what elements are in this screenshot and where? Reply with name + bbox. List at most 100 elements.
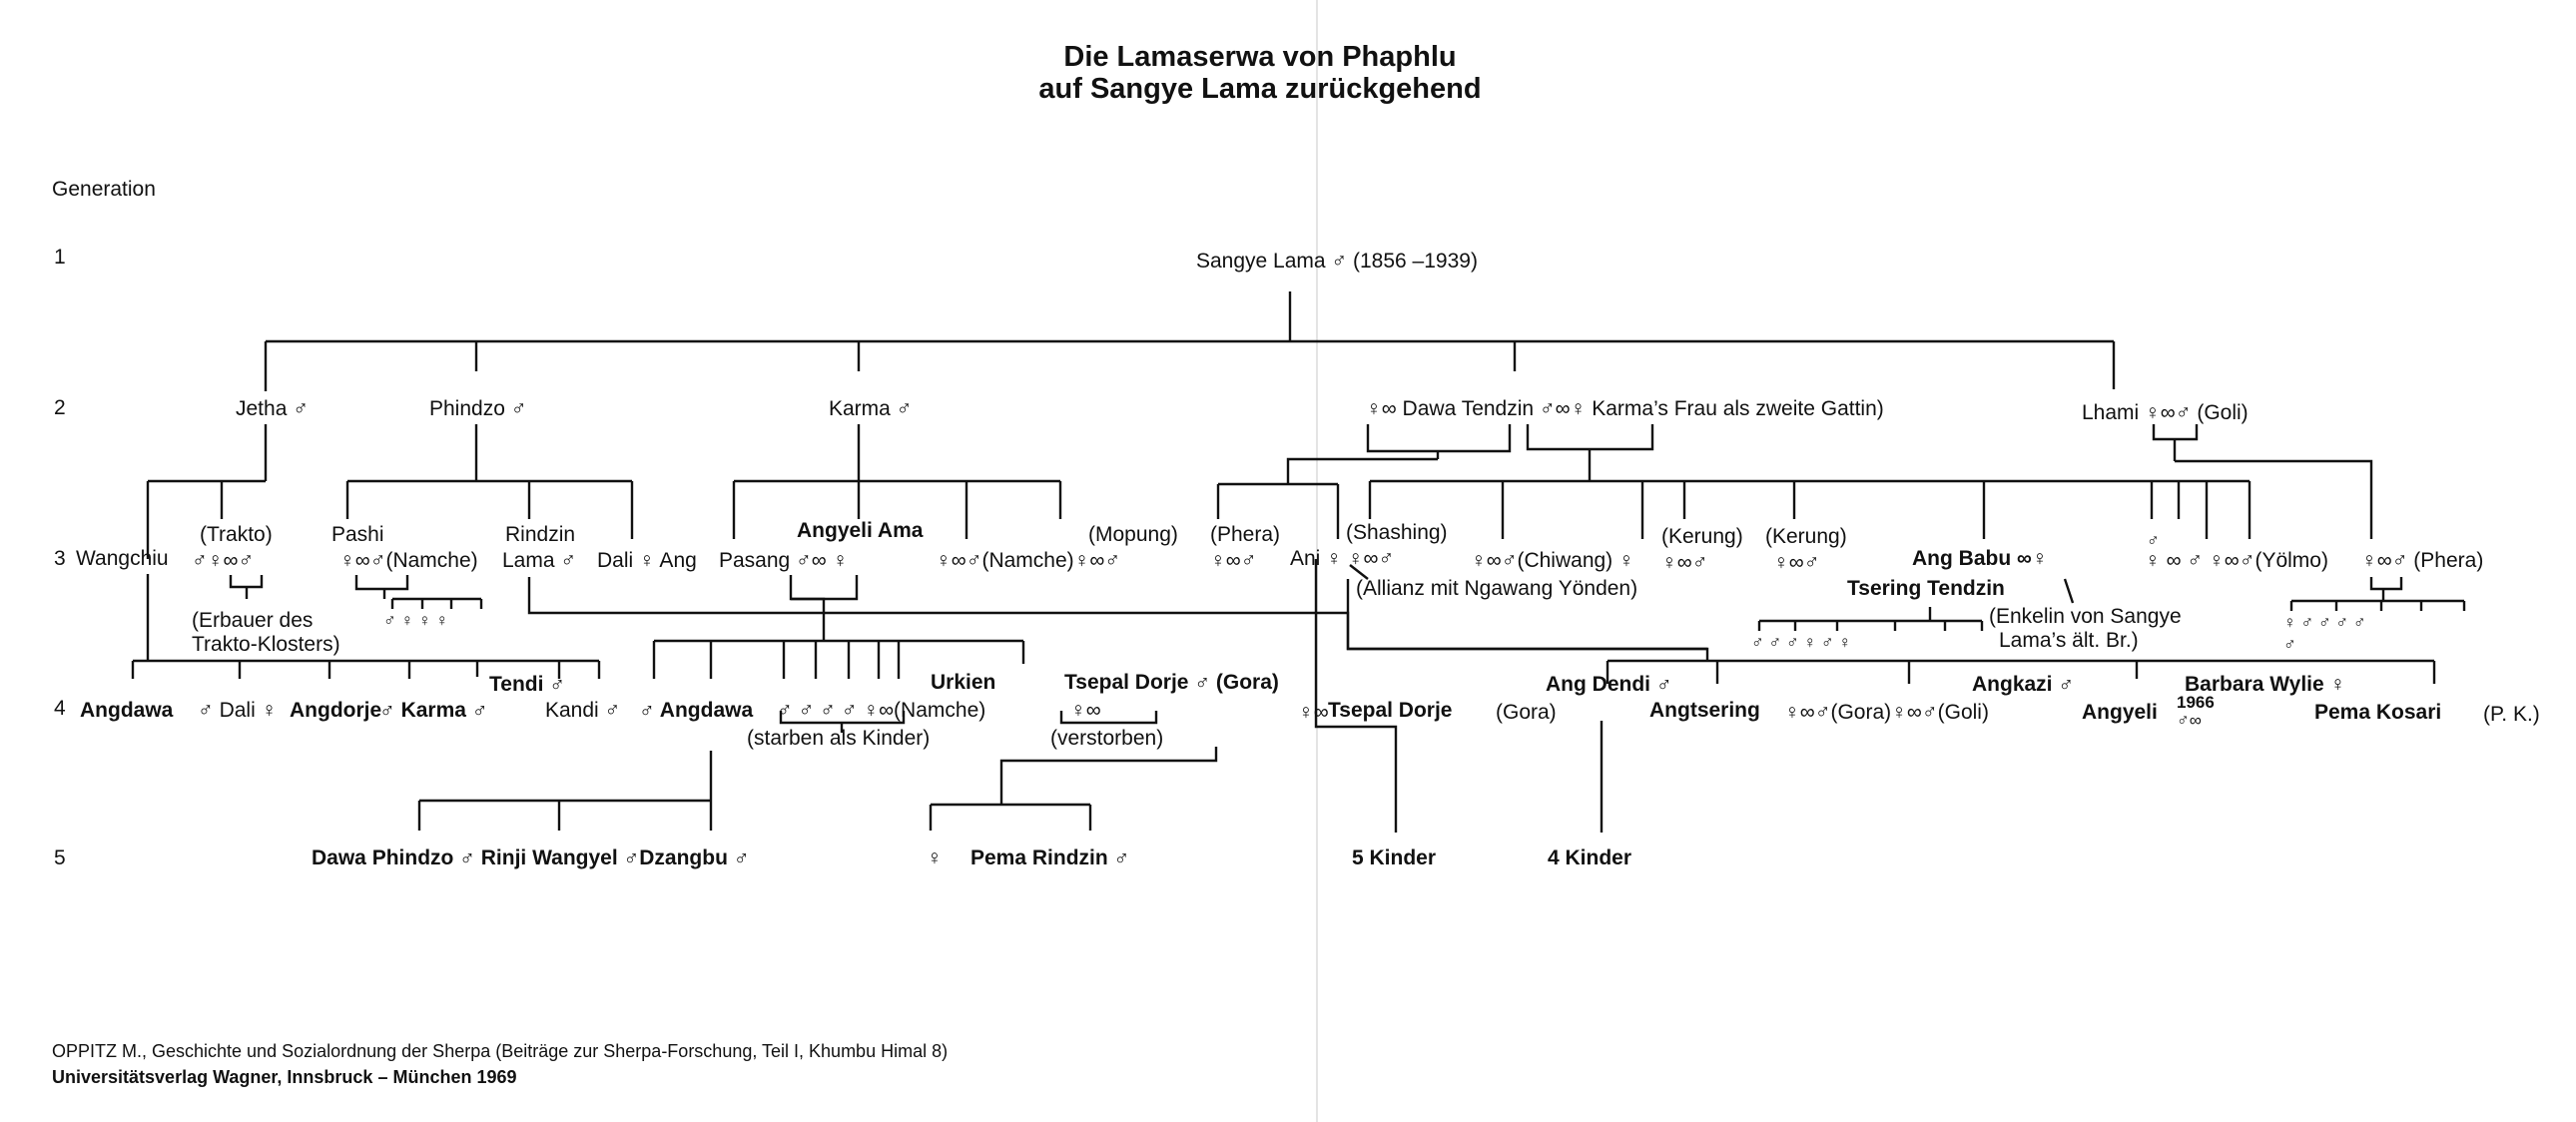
node-g4-tsepal-1: Tsepal Dorje ♂ (Gora) (1064, 671, 1279, 694)
node-enkelin-1: (Enkelin von Sangye (1989, 605, 2182, 628)
node-g4-tendi: Tendi ♂ (489, 673, 566, 696)
line-allianz-arrow (1349, 564, 1369, 580)
line-dawa-first-bar (1286, 457, 1438, 484)
line-dawa-second-wife (1526, 424, 1654, 451)
generation-number-1: 1 (54, 246, 66, 269)
node-enkelin-2: Lama’s ält. Br.) (1999, 629, 2139, 652)
reference-line-2: Universitätsverlag Wagner, Innsbruck – M… (52, 1067, 517, 1087)
node-dali-ang: Dali ♀ Ang (597, 549, 697, 572)
node-lama: Lama ♂ (502, 549, 577, 572)
line-enkelin-arrow (2063, 578, 2075, 604)
node-g4-starben-symbols: ♂ ♂ ♂ ♂ ♀∞(Namche) (777, 699, 986, 722)
node-g5-dawa-phindzo: Dawa Phindzo ♂ Rinji Wangyel ♂Dzangbu ♂ (312, 846, 750, 869)
node-phera2-children: ♀ ♂ ♂ ♂ ♂ (2283, 613, 2366, 632)
node-g4-angdawa: Angdawa (80, 699, 174, 722)
line-lhami-bar (2175, 459, 2373, 539)
node-g5-pema-rindzin: Pema Rindzin ♂ (970, 846, 1130, 869)
node-g4-1966-symbols: ♂∞ (2177, 711, 2202, 730)
node-g4-1966: 1966 (2177, 693, 2215, 712)
node-g4-pk: (P. K.) (2483, 703, 2540, 726)
node-karma: Karma ♂ (829, 397, 913, 420)
line-tsepal-gen5 (999, 747, 1218, 785)
line-lhami-bracket (2152, 424, 2199, 441)
line-verstorben-bracket (1059, 711, 1158, 725)
node-g4-angyeli: Angyeli (2082, 701, 2158, 724)
title-line-1: Die Lamaserwa von Phaphlu (1063, 41, 1457, 73)
node-erbauer-1: (Erbauer des (192, 609, 314, 632)
node-pasang: Pasang ♂∞ ♀ (719, 549, 849, 572)
node-namche-couple: ♀∞♂(Namche)♀∞♂ (936, 549, 1121, 572)
node-g4-ang-dendi: Ang Dendi ♂ (1546, 673, 1672, 696)
node-tsering-tendzin: Tsering Tendzin (1847, 577, 2005, 600)
node-g4-angtsering: Angtsering (1649, 699, 1760, 722)
node-right-male: ♂ (2147, 531, 2160, 550)
node-g4-dali: ♂ Dali ♀ (198, 699, 278, 722)
generation-number-5: 5 (54, 846, 66, 869)
node-g4-gora: (Gora) (1496, 701, 1557, 724)
node-tsering-children: ♂ ♂ ♂ ♀ ♂ ♀ (1751, 633, 1852, 652)
line-dawa-first-wife (1366, 424, 1512, 453)
node-yolmo: ♀ ∞ ♂ ♀∞♂(Yölmo) (2145, 549, 2328, 572)
node-chiwang: ♀∞♂(Chiwang) ♀ (1471, 549, 1634, 572)
node-g4-tsepal-2-symbols: ♀∞ (1298, 701, 1329, 724)
generation-number-2: 2 (54, 396, 66, 419)
node-rindzin: Rindzin (505, 523, 576, 546)
node-g5-female: ♀ (927, 846, 943, 869)
node-g4-tsepal-2: Tsepal Dorje (1328, 699, 1453, 722)
generation-number-3: 3 (54, 547, 66, 570)
node-g4-angdawa-2: ♂ Angdawa (639, 699, 754, 722)
node-g4-starben: (starben als Kinder) (747, 727, 931, 750)
line-pashi-bracket (354, 575, 409, 591)
node-g4-karma: ♂ Karma ♂ (379, 699, 488, 722)
line-pasang-down (791, 597, 826, 641)
node-kerung-2: (Kerung) (1765, 525, 1847, 548)
node-phera-2: ♀∞♂ (Phera) (2361, 549, 2484, 572)
node-g5-4-kinder: 4 Kinder (1548, 846, 1632, 869)
node-g5-5-kinder: 5 Kinder (1352, 846, 1437, 869)
generation-number-4: 4 (54, 697, 66, 720)
node-pashi-children: ♂ ♀ ♀ ♀ (383, 611, 449, 630)
node-phera2-child-extra: ♂ (2283, 635, 2296, 654)
node-wangchiu: Wangchiu (76, 547, 169, 570)
node-g4-pema-kosari: Pema Kosari (2314, 701, 2442, 724)
node-lhami: Lhami ♀∞♂ (Goli) (2082, 401, 2249, 424)
node-g4-tsepal-1-symbols: ♀∞ (1070, 699, 1101, 722)
node-ani: Ani ♀ ♀∞♂ (1290, 547, 1395, 570)
reference-line-1: OPPITZ M., Geschichte und Sozialordnung … (52, 1041, 949, 1061)
node-g4-urkien: Urkien (931, 671, 996, 694)
node-ang-babu: Ang Babu ∞♀ (1912, 547, 2048, 570)
node-g4-angdorje: Angdorje (290, 699, 382, 722)
node-kerung-1: (Kerung) (1661, 525, 1743, 548)
node-jetha: Jetha ♂ (236, 397, 309, 420)
node-trakto: (Trakto) (200, 523, 273, 546)
node-dawa-tendzin: ♀∞ Dawa Tendzin ♂∞♀ Karma’s Frau als zwe… (1366, 397, 1884, 420)
node-g4-angtsering-rest: ♀∞♂(Gora)♀∞♂(Goli) (1784, 701, 1989, 724)
node-g4-barbara-wylie: Barbara Wylie ♀ (2185, 673, 2346, 696)
node-kerung-1-symbols: ♀∞♂ (1661, 551, 1708, 574)
node-phera-1: (Phera) (1210, 523, 1281, 546)
node-phera-1-symbols: ♀∞♂ (1210, 549, 1257, 572)
node-pashi: Pashi (331, 523, 384, 546)
node-g4-kandi: Kandi ♂ (545, 699, 621, 722)
node-shashing: (Shashing) (1346, 521, 1448, 544)
node-g4-angkazi: Angkazi ♂ (1972, 673, 2075, 696)
node-trakto-symbols: ♂♀∞♂ (192, 549, 255, 572)
node-angyeli-ama: Angyeli Ama (797, 519, 924, 542)
node-phindzo: Phindzo ♂ (429, 397, 527, 420)
title-line-2: auf Sangye Lama zurückgehend (1038, 73, 1482, 105)
line-shashing-to-gen4 (1346, 579, 1709, 661)
node-kerung-2-symbols: ♀∞♂ (1773, 551, 1820, 574)
node-sangye-lama: Sangye Lama ♂ (1856 –1939) (1196, 250, 1478, 273)
line-pasang-bracket (789, 575, 859, 601)
line-trakto-bracket (229, 575, 264, 589)
line-ani-tsepal (1314, 559, 1398, 833)
node-erbauer-2: Trakto-Klosters) (192, 633, 340, 656)
node-mopung: (Mopung) (1088, 523, 1178, 546)
node-g4-verstorben: (verstorben) (1050, 727, 1164, 750)
generation-label: Generation (52, 178, 156, 201)
line-phera2-bracket (2369, 577, 2403, 591)
node-allianz: (Allianz mit Ngawang Yönden) (1356, 577, 1638, 600)
node-pashi-symbols: ♀∞♂(Namche) (339, 549, 478, 572)
